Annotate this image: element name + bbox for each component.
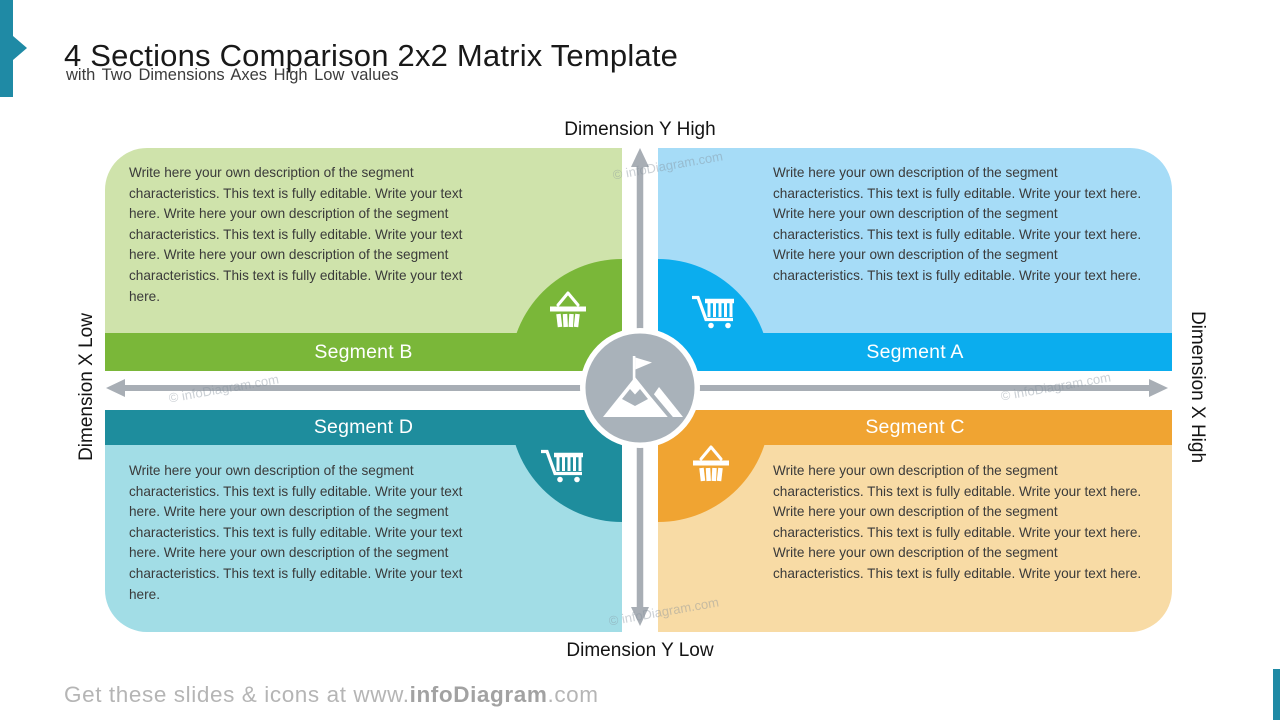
quadrant-segment-a: Write here your own description of the s… [658,148,1172,371]
shopping-basket-icon [550,291,586,328]
footer-suffix: .com [547,682,599,707]
slide-edge-accent [1273,669,1280,720]
segment-b-label-bar: Segment B [105,333,622,371]
quadrant-segment-d: Write here your own description of the s… [105,410,622,632]
segment-a-label: Segment A [866,340,964,363]
shopping-cart-icon [692,295,734,329]
segment-c-label: Segment C [865,416,965,438]
axis-label-x-low: Dimension X Low [76,313,97,461]
shopping-cart-icon [541,449,583,483]
segment-c-description: Write here your own description of the s… [773,463,1142,581]
footer-brand: infoDiagram [409,682,548,707]
segment-c-label-bar: Segment C [658,410,1172,445]
watermark: © infoDiagram.com [167,371,280,406]
quadrant-segment-b: Write here your own description of the s… [105,148,622,371]
y-axis-arrow [631,148,649,626]
segment-d-label-bar: Segment D [105,410,622,445]
slide-subtitle: with Two Dimensions Axes High Low values [66,66,399,84]
axis-label-y-low: Dimension Y Low [566,640,714,661]
shopping-basket-icon [693,445,729,482]
x-axis-arrow [106,379,1168,397]
segment-b-description: Write here your own description of the s… [129,165,463,304]
segment-d-label: Segment D [313,416,414,438]
quadrant-segment-c: Write here your own description of the s… [658,410,1172,632]
segment-a-description: Write here your own description of the s… [773,165,1142,283]
segment-a-label-bar: Segment A [658,333,1172,371]
slide-title: 4 Sections Comparison 2x2 Matrix Templat… [64,37,679,73]
watermark: © infoDiagram.com [999,369,1112,404]
slide-accent-chevron [0,0,27,97]
axis-label-y-high: Dimension Y High [564,119,716,140]
segment-d-description: Write here your own description of the s… [129,463,463,602]
footer-credit: Get these slides & icons at www.infoDiag… [64,682,599,708]
footer-text: Get these slides & icons at www. [64,682,410,707]
segment-b-label: Segment B [314,340,413,363]
axis-label-x-high: Dimension X High [1187,310,1208,464]
